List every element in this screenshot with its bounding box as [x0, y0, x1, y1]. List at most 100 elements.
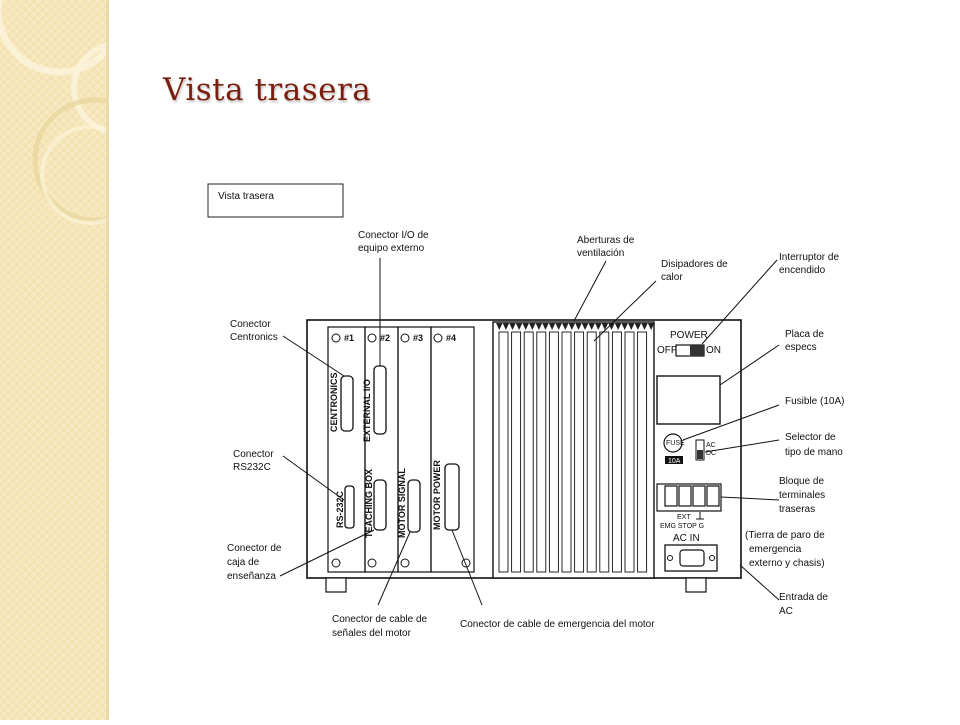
power-label: POWER	[670, 330, 708, 341]
fuse-holder	[663, 433, 683, 453]
ac-inlet-socket	[679, 549, 705, 567]
callout-selector-line1: Selector de	[785, 432, 836, 443]
vent-slot	[608, 323, 615, 330]
sidebar-divider	[106, 0, 109, 720]
fuse-rating-label: 10A	[668, 458, 681, 465]
inlet-screw-left	[667, 555, 673, 561]
emg-stop-g-label: EMG STOP G	[660, 523, 704, 530]
callout-centronics-line1: Conector	[230, 319, 271, 330]
heat-sink-fin	[536, 331, 547, 573]
heat-sink-fin	[637, 331, 648, 573]
callout-rs232c-line1: Conector	[233, 449, 274, 460]
leader-ac-inlet	[739, 564, 780, 601]
vent-slot	[581, 323, 589, 330]
leader-terminal-block	[720, 496, 780, 501]
power-switch-rocker	[690, 345, 704, 356]
vent-slot	[542, 323, 549, 330]
slot-number-2: #2	[380, 333, 390, 343]
sidebar-decoration	[0, 0, 165, 720]
callout-teaching-box-line3: enseñanza	[227, 571, 276, 582]
vent-slot	[529, 323, 536, 330]
heat-sink-fin	[511, 331, 522, 573]
ext-label: EXT	[677, 514, 691, 521]
screw	[367, 558, 377, 568]
leader-rs232c	[282, 455, 345, 501]
callout-external-io-line1: Conector I/O de	[358, 230, 429, 241]
motor-power-connector	[444, 463, 460, 531]
selector-slider	[697, 450, 703, 459]
rs232c-label: RS-232C	[335, 490, 345, 528]
vent-slot	[634, 323, 642, 330]
callout-ac-inlet-line2: AC	[779, 606, 793, 617]
callout-rs232c-line2: RS232C	[233, 462, 271, 473]
heat-sink-fin	[624, 331, 635, 573]
motor-signal-label: MOTOR SIGNAL	[397, 468, 407, 538]
vent-slot	[595, 323, 602, 330]
screw	[331, 558, 341, 568]
screw	[400, 558, 410, 568]
leader-teaching-box	[279, 529, 375, 577]
heat-sink-fin	[548, 331, 559, 573]
slot-number-4: #4	[446, 333, 456, 343]
leader-heatsink	[593, 280, 657, 342]
vent-slot	[568, 323, 576, 330]
callout-external-io-line2: equipo externo	[358, 243, 425, 254]
screw	[400, 333, 410, 343]
heat-sink-fin	[561, 331, 572, 573]
callout-ground-line2: emergencia	[749, 544, 802, 555]
callout-motor-emergency: Conector de cable de emergencia del moto…	[460, 619, 655, 630]
leader-motor-power	[451, 529, 483, 606]
callout-terminal-line3: traseras	[779, 504, 815, 515]
callout-motor-signal-line1: Conector de cable de	[332, 614, 428, 625]
callout-spec-plate-line2: especs	[785, 342, 817, 353]
ac-in-label: AC IN	[673, 533, 700, 544]
ventilation-openings	[496, 323, 655, 330]
leader-centronics	[282, 335, 345, 377]
leader-lines	[279, 258, 780, 606]
vent-slot	[628, 323, 635, 330]
vent-slot	[535, 323, 543, 330]
fuse-rating-badge	[665, 456, 683, 464]
vent-slot	[555, 323, 562, 330]
callout-vents-line1: Aberturas de	[577, 235, 635, 246]
callout-ground-line3: externo y chasis)	[749, 558, 825, 569]
vent-slot	[522, 323, 529, 330]
dc-selector-label: DC	[706, 450, 716, 457]
slot-number-3: #3	[413, 333, 423, 343]
leader-motor-signal	[377, 531, 411, 606]
heat-sink-fin	[574, 331, 585, 573]
callout-terminal-line1: Bloque de	[779, 476, 824, 487]
vent-slot	[562, 323, 569, 330]
on-label: ON	[706, 345, 721, 356]
rs232c-connector	[344, 485, 355, 529]
callout-power-switch-line1: Interruptor de	[779, 252, 839, 263]
heat-sink-fin	[498, 331, 509, 573]
leader-power-switch	[701, 259, 778, 345]
off-label: OFF	[657, 345, 677, 356]
callout-labels: Conector I/O de equipo externo Aberturas…	[227, 230, 844, 639]
vent-slot	[621, 323, 628, 330]
vent-slot	[548, 323, 556, 330]
vent-slot	[641, 323, 648, 330]
ac-selector-label: AC	[706, 442, 716, 449]
leader-fuse	[682, 404, 780, 441]
vent-slot	[647, 323, 655, 330]
screw	[367, 333, 377, 343]
callout-teaching-box-line1: Conector de	[227, 543, 282, 554]
caption-text: Vista trasera	[218, 191, 274, 202]
slide-title: Vista trasera	[163, 72, 372, 108]
caption-box	[207, 183, 344, 218]
heat-sink-fin	[586, 331, 597, 573]
callout-power-switch-line2: encendido	[779, 265, 826, 276]
callout-spec-plate-line1: Placa de	[785, 329, 824, 340]
slot-panel-4	[430, 326, 475, 573]
inlet-screw-right	[709, 555, 715, 561]
callout-terminal-line2: terminales	[779, 490, 825, 501]
motor-signal-connector	[407, 479, 421, 533]
callout-heatsink-line2: calor	[661, 272, 683, 283]
teaching-box-connector	[373, 479, 387, 531]
vent-slot	[588, 323, 595, 330]
callout-fuse: Fusible (10A)	[785, 396, 844, 407]
vent-slot	[496, 323, 503, 330]
foot-left	[325, 577, 347, 593]
